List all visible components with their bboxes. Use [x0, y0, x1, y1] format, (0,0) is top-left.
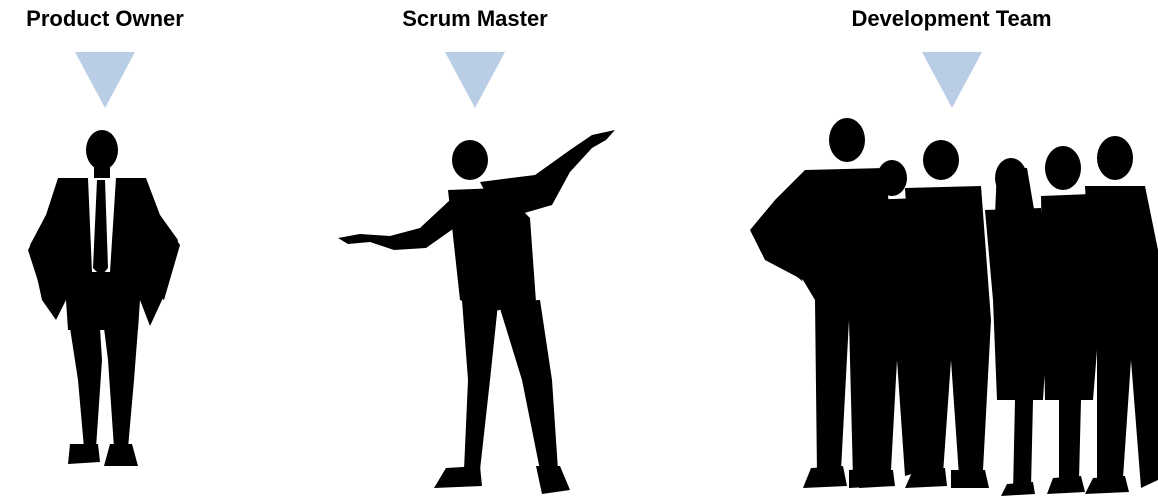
role-product-owner: Product Owner [0, 0, 210, 498]
role-development-team: Development Team [745, 0, 1158, 498]
development-team-silhouette-icon [745, 0, 1158, 498]
role-scrum-master: Scrum Master [330, 0, 620, 498]
scrum-master-silhouette-icon [330, 0, 620, 498]
product-owner-silhouette-icon [0, 0, 210, 498]
